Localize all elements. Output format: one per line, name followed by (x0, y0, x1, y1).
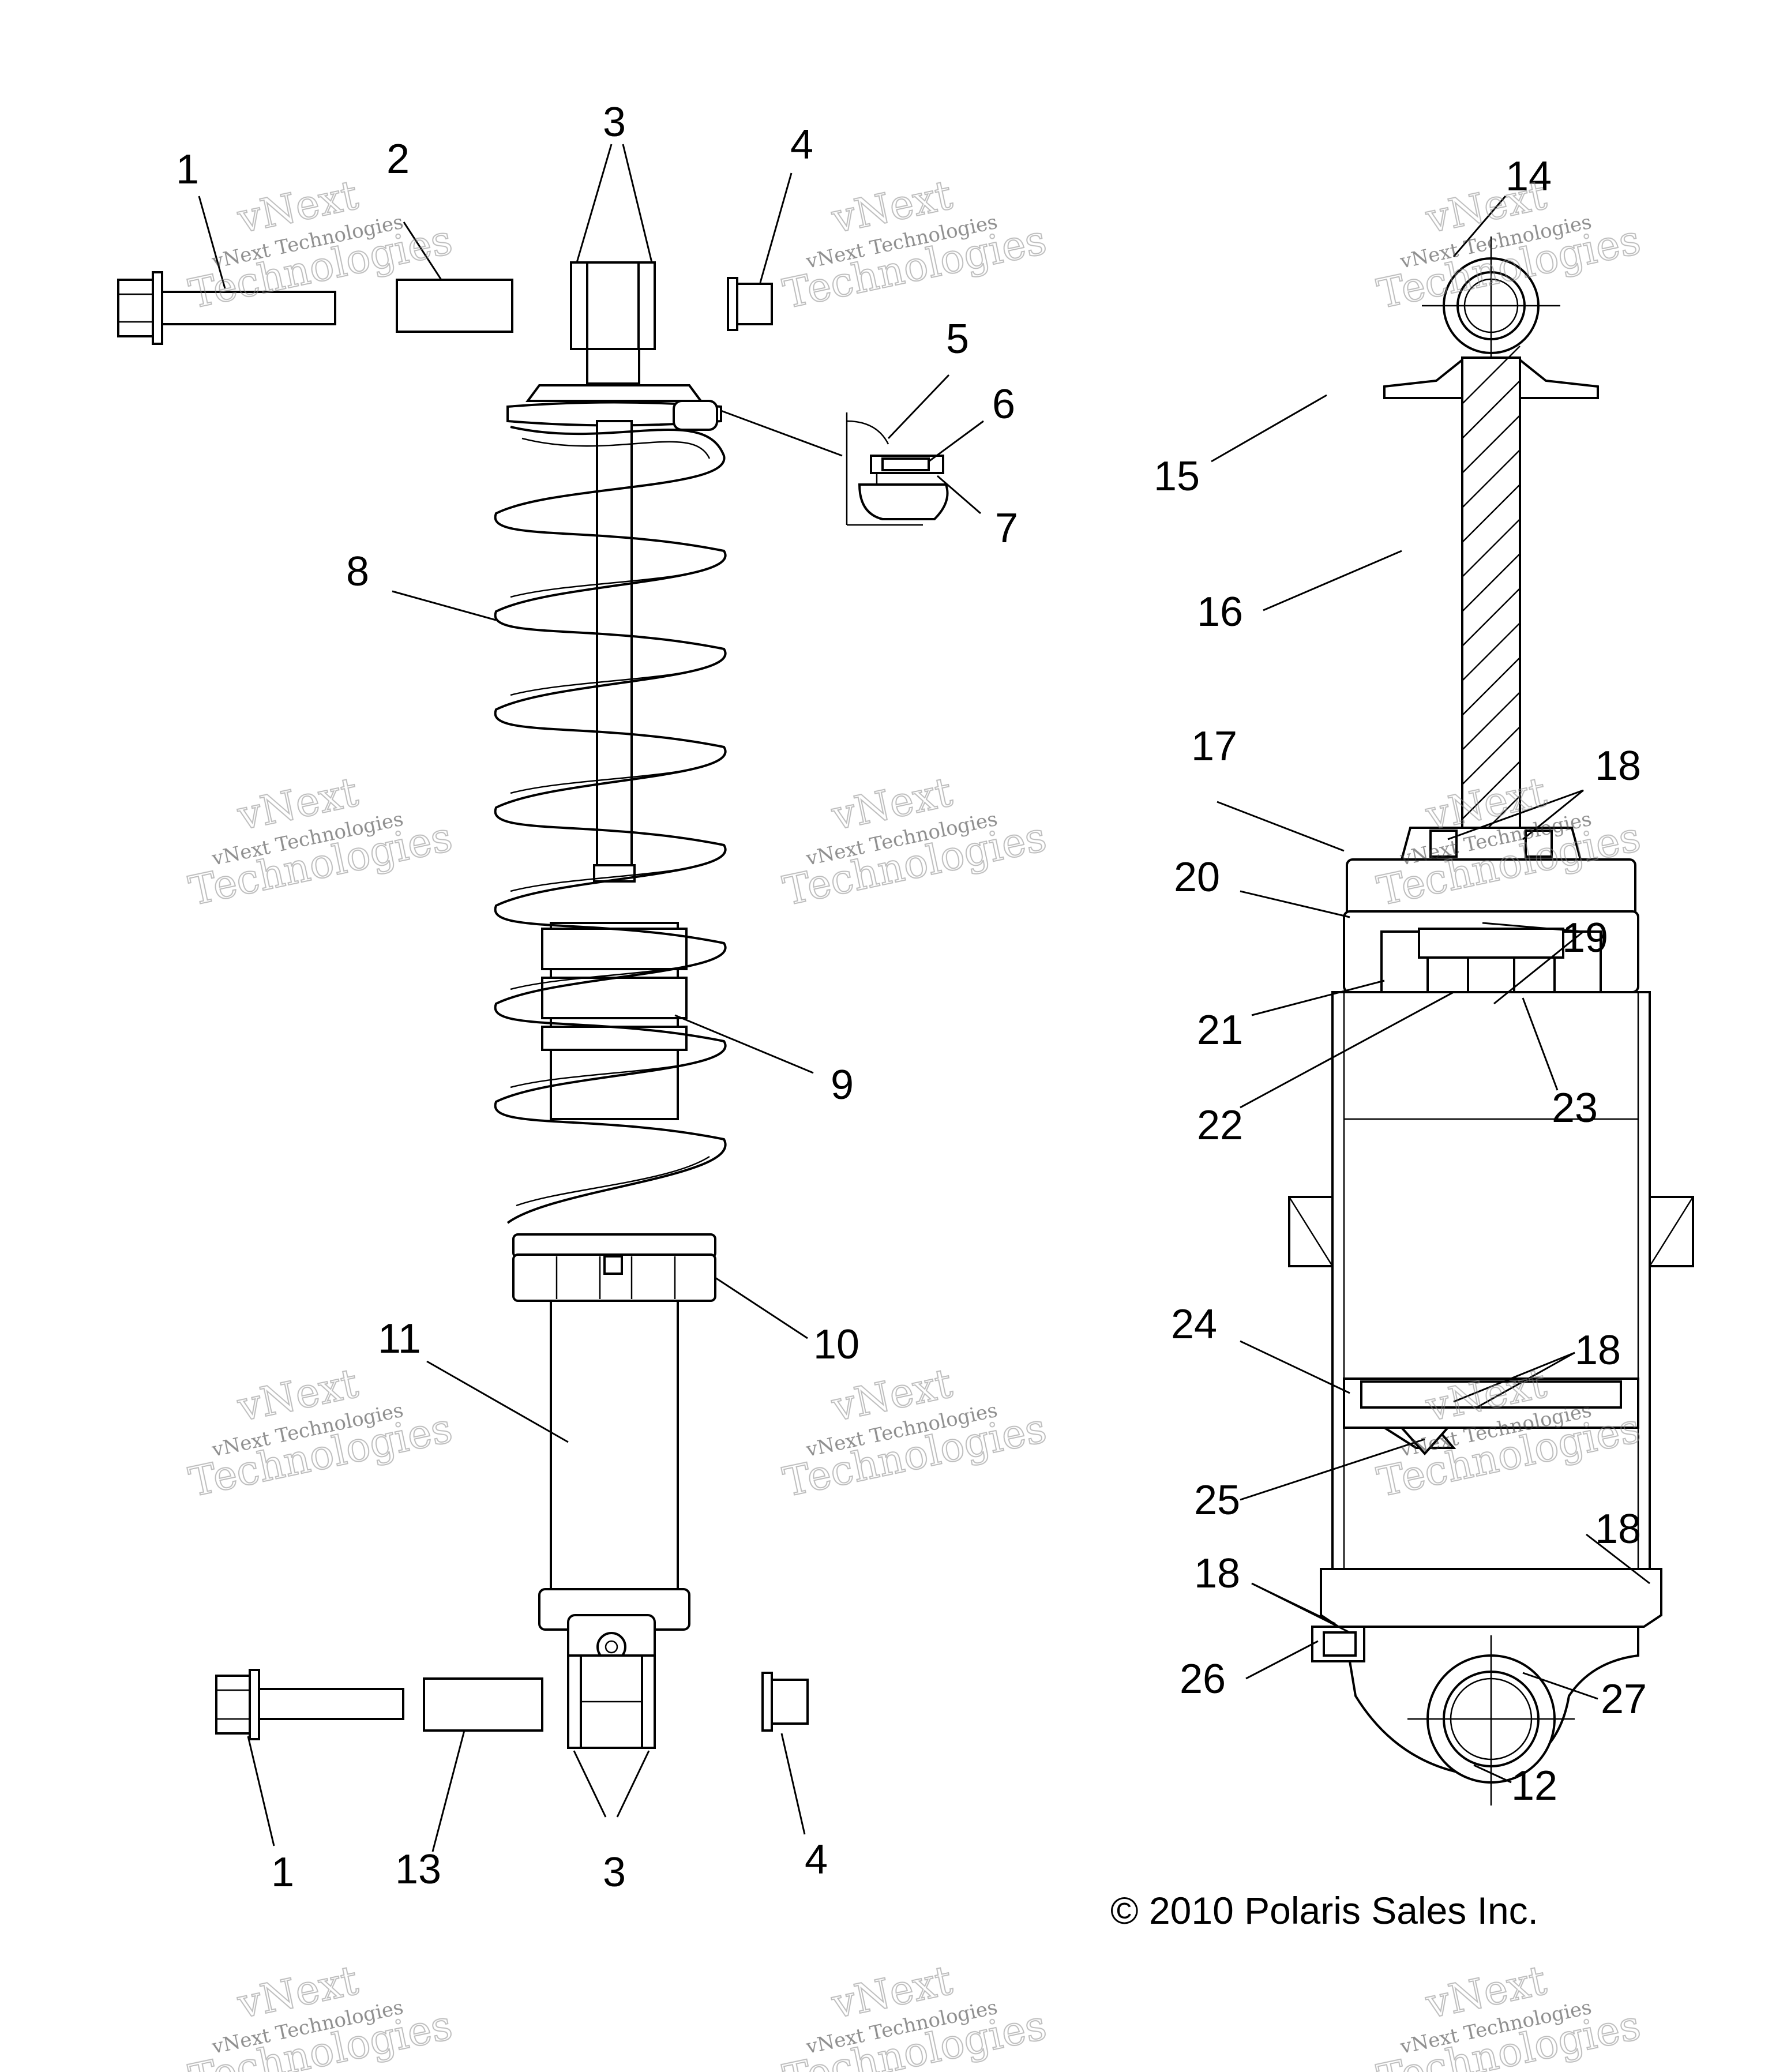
label-27: 27 (1601, 1676, 1647, 1722)
label-22: 22 (1197, 1102, 1243, 1148)
top-nut (727, 277, 773, 331)
shock-body-lower (550, 1300, 679, 1593)
top-eyelet (570, 261, 656, 385)
label-25: 25 (1194, 1477, 1240, 1523)
lower-nut (761, 1672, 809, 1732)
label-4-top: 4 (790, 122, 813, 168)
shock-shaft (596, 420, 633, 872)
label-26: 26 (1180, 1656, 1226, 1702)
label-14: 14 (1506, 153, 1552, 200)
label-18-lower-left: 18 (1194, 1551, 1240, 1597)
label-7: 7 (995, 505, 1018, 551)
adjuster-ring (512, 1233, 716, 1302)
label-12: 12 (1511, 1763, 1557, 1809)
leader-lines-left (198, 144, 984, 1852)
label-10: 10 (813, 1322, 859, 1368)
label-17: 17 (1191, 723, 1237, 770)
label-24: 24 (1171, 1301, 1217, 1347)
label-19: 19 (1562, 915, 1608, 961)
label-20: 20 (1174, 854, 1220, 900)
label-11: 11 (378, 1316, 421, 1362)
label-1-bottom: 1 (271, 1849, 294, 1895)
top-bolt (117, 271, 336, 345)
coil-spring (494, 426, 727, 1224)
top-spacer (396, 279, 513, 333)
lower-spacer (423, 1677, 543, 1732)
label-23: 23 (1552, 1085, 1598, 1131)
label-6: 6 (992, 381, 1015, 427)
leader-lines-right (1211, 196, 1650, 1784)
label-8: 8 (346, 549, 369, 595)
copyright-text: © 2010 Polaris Sales Inc. (1110, 1889, 1538, 1932)
callout-labels: 1 2 3 4 5 6 7 8 9 10 11 12 1 13 3 4 14 1… (176, 99, 1647, 1895)
upper-retainer (525, 384, 703, 402)
section-main-tube (1331, 991, 1651, 1605)
label-18-middle: 18 (1575, 1327, 1621, 1373)
label-18-top: 18 (1595, 743, 1641, 789)
label-15: 15 (1154, 453, 1200, 500)
right-shock-cross-section (1288, 237, 1694, 1806)
label-21: 21 (1197, 1007, 1243, 1053)
label-18-lower-right: 18 (1595, 1506, 1641, 1552)
label-9: 9 (831, 1062, 854, 1108)
seal-detail-inset (846, 412, 949, 526)
label-2: 2 (386, 136, 410, 182)
label-4-bottom: 4 (805, 1837, 828, 1883)
label-3-bottom: 3 (603, 1849, 626, 1895)
lower-eyelet (567, 1614, 656, 1749)
left-shock-assembly (117, 261, 949, 1749)
label-5: 5 (946, 316, 969, 362)
label-3-top: 3 (603, 99, 626, 145)
label-16: 16 (1197, 589, 1243, 635)
label-1-top: 1 (176, 147, 199, 193)
lower-bolt (215, 1669, 404, 1740)
label-13: 13 (395, 1846, 441, 1893)
